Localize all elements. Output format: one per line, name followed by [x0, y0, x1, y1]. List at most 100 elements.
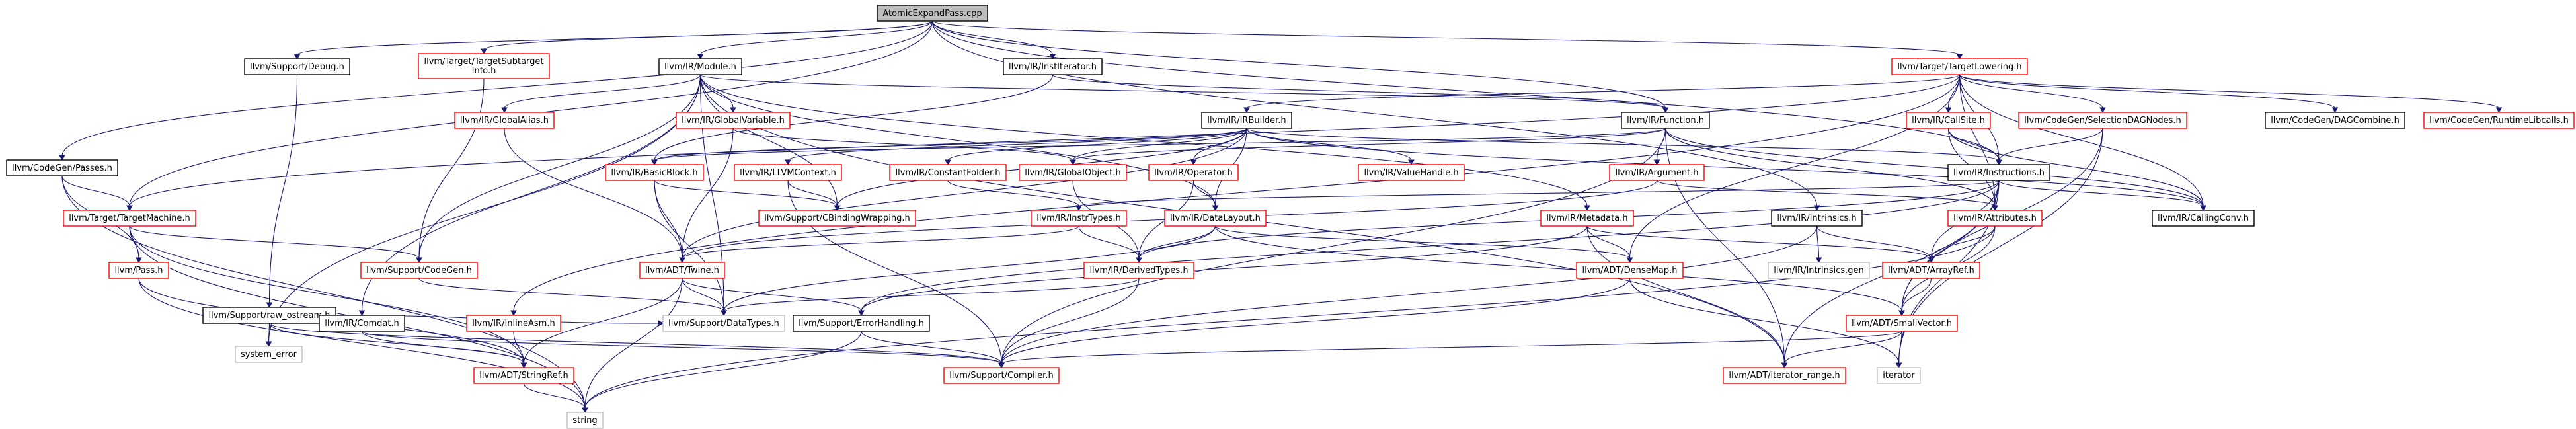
node-callingconv[interactable]: llvm/IR/CallingConv.h [2152, 210, 2255, 227]
node-box-valuehandle [1358, 164, 1465, 181]
arrowhead-root-to-passes [59, 155, 65, 161]
node-cbinding[interactable]: llvm/Support/CBindingWrapping.h [758, 210, 916, 227]
node-label-comdat: llvm/IR/Comdat.h [325, 319, 399, 329]
node-box-subtarget [418, 53, 550, 79]
node-box-dagcombine [2265, 112, 2405, 129]
edge-seldag-to-instructions [1998, 128, 2103, 161]
node-label-rawostream: llvm/Support/raw_ostream.h [208, 311, 330, 321]
node-compiler[interactable]: llvm/Support/Compiler.h [943, 367, 1060, 384]
node-rawostream[interactable]: llvm/Support/raw_ostream.h [202, 307, 336, 324]
edge-globalvar-to-twine [682, 128, 734, 259]
node-operator[interactable]: llvm/IR/Operator.h [1148, 164, 1239, 181]
node-insttypes[interactable]: llvm/IR/InstrTypes.h [1031, 210, 1127, 227]
arrowhead-datalayout-to-derivedtypes [1136, 257, 1142, 264]
node-box-instructions [1947, 164, 2050, 181]
arrowhead-twine-to-errhandling [858, 310, 865, 317]
node-valuehandle[interactable]: llvm/IR/ValueHandle.h [1358, 164, 1465, 181]
node-comdat[interactable]: llvm/IR/Comdat.h [319, 315, 405, 332]
node-codegen[interactable]: llvm/Support/CodeGen.h [360, 262, 478, 279]
node-label-irbuilder: llvm/IR/IRBuilder.h [1207, 116, 1286, 126]
node-box-attributes [1947, 210, 2043, 227]
node-smallvector[interactable]: llvm/ADT/SmallVector.h [1846, 315, 1958, 332]
node-tlowering[interactable]: llvm/Target/TargetLowering.h [1891, 58, 2028, 75]
node-globalvar[interactable]: llvm/IR/GlobalVariable.h [676, 112, 791, 129]
node-iterrange[interactable]: llvm/ADT/iterator_range.h [1723, 367, 1846, 384]
node-attributes[interactable]: llvm/IR/Attributes.h [1947, 210, 2043, 227]
node-intrinsics[interactable]: llvm/IR/Intrinsics.h [1771, 210, 1863, 227]
node-instructions[interactable]: llvm/IR/Instructions.h [1947, 164, 2050, 181]
node-module[interactable]: llvm/IR/Module.h [658, 58, 742, 75]
node-passes[interactable]: llvm/CodeGen/Passes.h [6, 159, 118, 176]
arrowhead-function-to-basicblock [651, 159, 658, 166]
node-globalalias[interactable]: llvm/IR/GlobalAlias.h [454, 112, 555, 129]
node-argument[interactable]: llvm/IR/Argument.h [1609, 164, 1705, 181]
node-globalobj[interactable]: llvm/IR/GlobalObject.h [1019, 164, 1127, 181]
edge-tlowering-to-targetmachine [129, 74, 1961, 207]
node-constfolder[interactable]: llvm/IR/ConstantFolder.h [889, 164, 1007, 181]
node-debug[interactable]: llvm/Support/Debug.h [244, 58, 350, 75]
node-rtlibcalls[interactable]: llvm/CodeGen/RuntimeLibcalls.h [2423, 112, 2575, 129]
node-box-twine [639, 262, 725, 279]
node-stringref[interactable]: llvm/ADT/StringRef.h [473, 367, 574, 384]
edge-root-to-passes [61, 20, 933, 157]
arrowhead-metadata-to-densemap [1626, 257, 1633, 264]
arrowhead-tlowering-to-seldag [2099, 107, 2106, 114]
arrowhead-tlowering-to-rtlibcalls [2495, 107, 2503, 114]
node-root[interactable]: AtomicExpandPass.cpp [877, 5, 988, 22]
arrowhead-insttypes-to-twine [679, 257, 685, 264]
edge-llvmcontext-to-compiler [787, 180, 1002, 364]
arrowhead-root-to-subtarget [481, 48, 487, 55]
node-label-argument: llvm/IR/Argument.h [1615, 168, 1698, 178]
arrowhead-derivedtypes-to-datatypes [721, 310, 727, 317]
node-dagcombine[interactable]: llvm/CodeGen/DAGCombine.h [2265, 112, 2405, 129]
node-label-smallvector: llvm/ADT/SmallVector.h [1852, 319, 1952, 329]
edge-insttypes-to-twine [682, 225, 1079, 259]
edge-root-to-subtarget [483, 20, 933, 50]
node-targetmachine[interactable]: llvm/Target/TargetMachine.h [63, 210, 196, 227]
node-string: string [566, 412, 604, 429]
edge-stringref-to-string [523, 383, 586, 409]
node-datalayout[interactable]: llvm/IR/DataLayout.h [1164, 210, 1267, 227]
edge-function-to-callingconv [1664, 128, 2204, 207]
node-box-globalalias [454, 112, 555, 129]
node-box-callsite [1906, 112, 1991, 129]
node-function[interactable]: llvm/IR/Function.h [1621, 112, 1710, 129]
node-box-iterator [1877, 367, 1921, 384]
arrowhead-llvmcontext-to-cbinding [834, 205, 841, 212]
node-callsite[interactable]: llvm/IR/CallSite.h [1906, 112, 1991, 129]
node-basicblock[interactable]: llvm/IR/BasicBlock.h [605, 164, 704, 181]
node-inlineasm[interactable]: llvm/IR/InlineAsm.h [466, 315, 561, 332]
node-label-densemap: llvm/ADT/DenseMap.h [1582, 266, 1677, 276]
node-twine[interactable]: llvm/ADT/Twine.h [639, 262, 725, 279]
node-label-iterrange: llvm/ADT/iterator_range.h [1729, 371, 1840, 381]
arrowhead-instructions-to-attributes [1992, 205, 1998, 212]
node-irbuilder[interactable]: llvm/IR/IRBuilder.h [1201, 112, 1292, 129]
node-box-pass [108, 262, 169, 279]
node-box-institer [1003, 58, 1103, 75]
edge-comdat-to-stringref [361, 331, 525, 364]
edge-datalayout-to-derivedtypes [1138, 225, 1216, 259]
node-box-rtlibcalls [2423, 112, 2575, 129]
node-label-globalvar: llvm/IR/GlobalVariable.h [682, 116, 785, 126]
node-llvmcontext[interactable]: llvm/IR/LLVMContext.h [734, 164, 842, 181]
node-derivedtypes[interactable]: llvm/IR/DerivedTypes.h [1083, 262, 1194, 279]
node-label-callsite: llvm/IR/CallSite.h [1912, 116, 1985, 126]
edge-derivedtypes-to-compiler [1001, 278, 1140, 364]
arrowhead-function-to-globalobj [1070, 159, 1076, 166]
edge-callsite-to-instructions [1947, 128, 2000, 161]
node-box-operator [1148, 164, 1239, 181]
node-box-debug [244, 58, 350, 75]
node-arrayref[interactable]: llvm/ADT/ArrayRef.h [1882, 262, 1980, 279]
node-densemap[interactable]: llvm/ADT/DenseMap.h [1576, 262, 1684, 279]
node-errhandling[interactable]: llvm/Support/ErrorHandling.h [793, 315, 930, 332]
node-seldag[interactable]: llvm/CodeGen/SelectionDAGNodes.h [2018, 112, 2187, 129]
node-label-attributes: llvm/IR/Attributes.h [1953, 214, 2037, 223]
node-box-metadata [1540, 210, 1634, 227]
arrowhead-stringref-to-string [582, 407, 588, 414]
node-institer[interactable]: llvm/IR/InstIterator.h [1003, 58, 1103, 75]
node-metadata[interactable]: llvm/IR/Metadata.h [1540, 210, 1634, 227]
node-pass[interactable]: llvm/Pass.h [108, 262, 169, 279]
node-box-densemap [1576, 262, 1684, 279]
edge-smallvector-to-compiler [1001, 331, 1902, 364]
